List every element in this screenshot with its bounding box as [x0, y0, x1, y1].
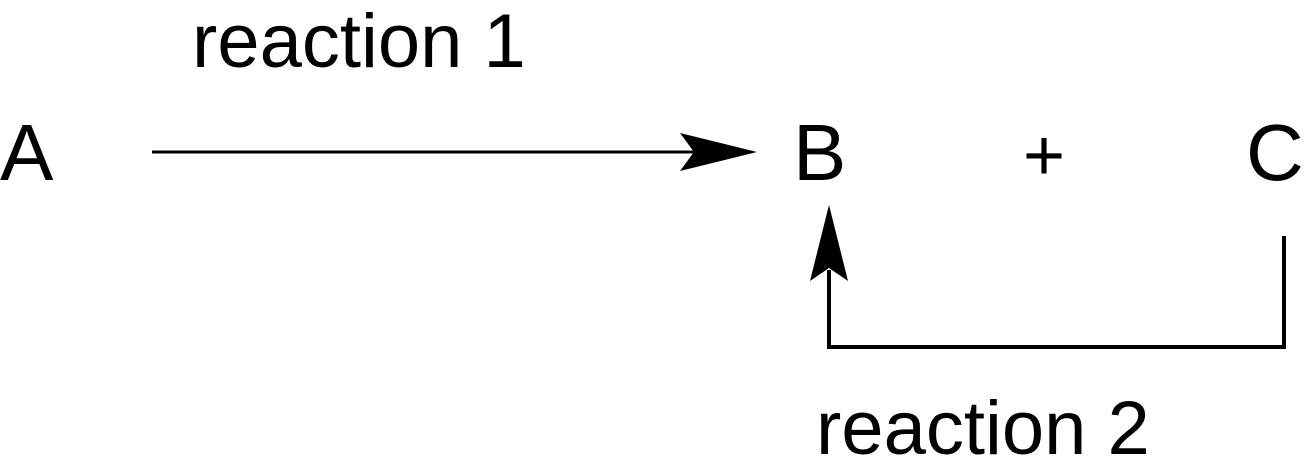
- species-c-label: C: [1246, 108, 1304, 197]
- reaction-2-arrowhead: [810, 205, 848, 281]
- reaction-2-arrow-path: [827, 236, 1286, 349]
- reaction-2-arrow: [810, 205, 1286, 349]
- species-b-label: B: [793, 108, 846, 197]
- reaction-2-label: reaction 2: [816, 386, 1150, 460]
- reaction-1-label: reaction 1: [192, 0, 526, 84]
- species-a-label: A: [0, 108, 54, 197]
- plus-sign: +: [1023, 116, 1065, 196]
- reaction-1-arrowhead: [680, 133, 757, 171]
- reaction-1-arrow: [152, 133, 757, 171]
